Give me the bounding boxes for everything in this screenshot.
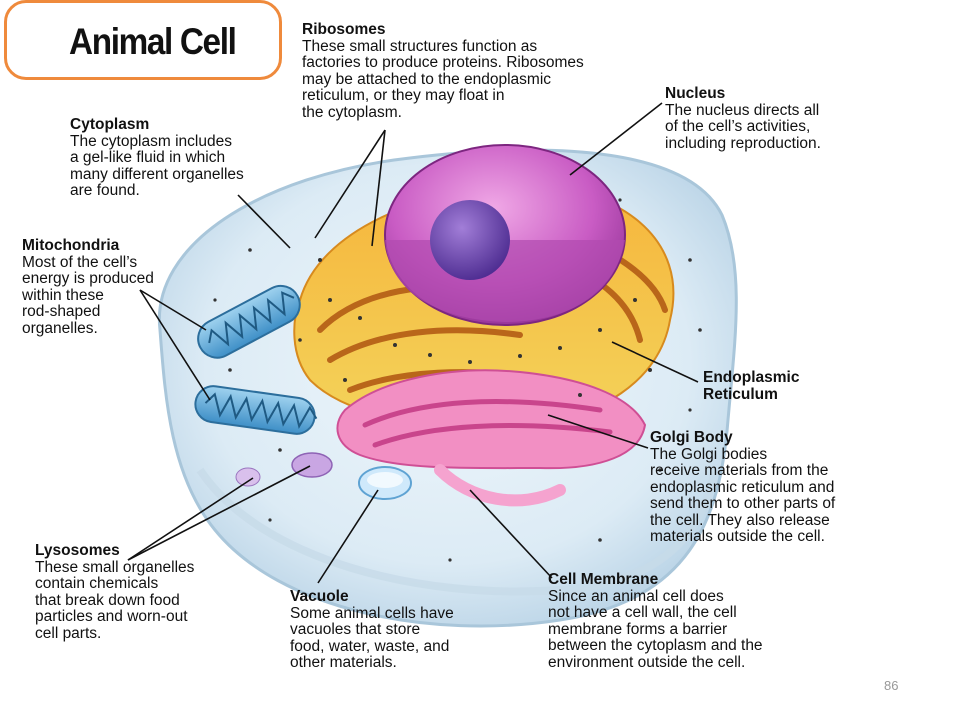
label-mitochondria-name: Mitochondria [22, 237, 120, 254]
label-golgi-body: Golgi Body The Golgi bodies receive mate… [650, 429, 836, 546]
label-lysosomes-name: Lysosomes [35, 542, 120, 559]
label-golgi-desc: The Golgi bodies receive materials from … [650, 445, 836, 545]
page-title: Animal Cell [69, 21, 237, 62]
label-cytoplasm-name: Cytoplasm [70, 116, 150, 133]
page-number: 86 [884, 678, 899, 693]
leader-lines [127, 102, 699, 584]
label-endoplasmic-reticulum: Endoplasmic Reticulum [703, 369, 800, 403]
label-lysosomes-desc: These small organelles contain chemicals… [35, 558, 195, 642]
golgi-body [336, 369, 647, 507]
mitochondrion-lower [194, 385, 318, 435]
title-box: Animal Cell [4, 0, 282, 80]
label-mitochondria: Mitochondria Most of the cell’s energy i… [22, 237, 154, 337]
vacuole [358, 466, 412, 500]
label-nucleus: Nucleus The nucleus directs all of the c… [665, 85, 821, 152]
label-er-name: Endoplasmic Reticulum [703, 369, 800, 403]
label-nucleus-name: Nucleus [665, 85, 726, 102]
label-vacuole-desc: Some animal cells have vacuoles that sto… [290, 604, 454, 671]
label-cell-membrane: Cell Membrane Since an animal cell does … [548, 571, 763, 671]
label-vacuole-name: Vacuole [290, 588, 349, 605]
label-cytoplasm-desc: The cytoplasm includes a gel-like fluid … [70, 132, 244, 199]
mitochondrion-upper [197, 284, 301, 359]
label-ribosomes-desc: These small structures function as facto… [302, 37, 584, 121]
label-mitochondria-desc: Most of the cell’s energy is produced wi… [22, 253, 154, 337]
label-vacuole: Vacuole Some animal cells have vacuoles … [290, 588, 454, 672]
label-golgi-name: Golgi Body [650, 429, 733, 446]
label-ribosomes: Ribosomes These small structures functio… [302, 21, 584, 121]
label-ribosomes-name: Ribosomes [302, 21, 386, 38]
label-cytoplasm: Cytoplasm The cytoplasm includes a gel-l… [70, 116, 244, 200]
label-membrane-name: Cell Membrane [548, 571, 659, 588]
label-nucleus-desc: The nucleus directs all of the cell’s ac… [665, 101, 821, 152]
nucleus [384, 144, 626, 326]
label-membrane-desc: Since an animal cell does not have a cel… [548, 587, 763, 671]
ribosome-dots [213, 198, 702, 562]
label-lysosomes: Lysosomes These small organelles contain… [35, 542, 195, 642]
